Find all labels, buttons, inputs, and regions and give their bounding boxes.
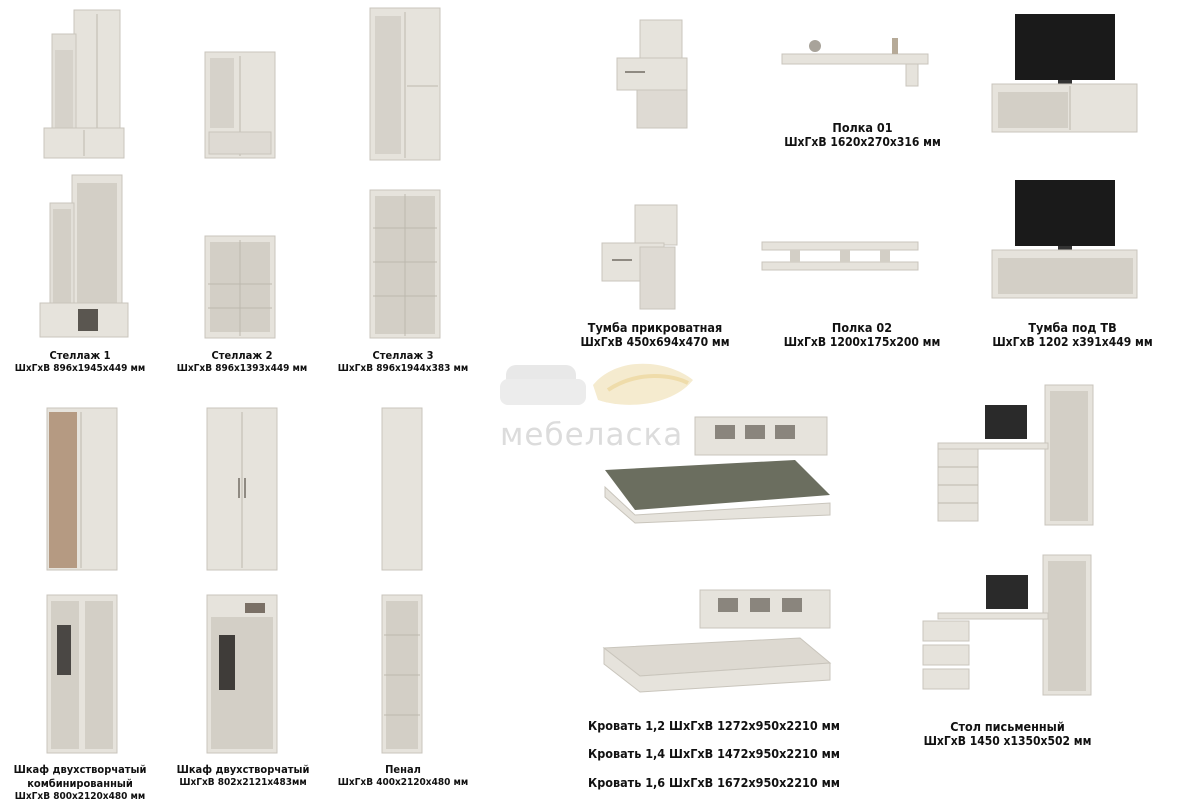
product-dims: ШхГхВ 896х1945х449 мм — [5, 363, 155, 376]
stellazh-3-open-image — [365, 190, 445, 340]
product-dims: ШхГхВ 400х2120х480 мм — [328, 777, 478, 790]
product-dims: ШхГхВ 450х694х470 мм — [565, 335, 745, 349]
stellazh-1-open-image — [38, 175, 133, 340]
product-name: Тумба прикроватная — [565, 320, 745, 335]
tumba-prikrovatnaya-caption: Тумба прикроватная ШхГхВ 450х694х470 мм — [565, 320, 745, 349]
stellazh-3-image — [365, 8, 445, 163]
krovat-1-4-label: Кровать 1,4 ШхГхВ 1472х950х2210 мм — [588, 746, 840, 761]
product-name: Тумба под ТВ — [980, 320, 1165, 335]
shkaf-kombinirovanny-caption: Шкаф двухстворчатый комбинированный ШхГх… — [5, 763, 155, 803]
product-dims: ШхГхВ 896х1393х449 мм — [167, 363, 317, 376]
shkaf-kombinirovanny-open-image — [45, 595, 120, 755]
polka-01-image — [780, 20, 930, 90]
shkaf-dvuhstvorchaty-caption: Шкаф двухстворчатый ШхГхВ 802х2121х483мм — [168, 763, 318, 789]
krovat-1-2-label: Кровать 1,2 ШхГхВ 1272х950х2210 мм — [588, 718, 840, 733]
product-dims: ШхГхВ 1450 х1350х502 мм — [915, 734, 1100, 748]
product-dims: ШхГхВ 1202 х391х449 мм — [980, 335, 1165, 349]
product-name: Шкаф двухстворчатый — [168, 763, 318, 777]
product-name-line2: комбинированный — [5, 777, 155, 791]
stellazh-2-caption: Стеллаж 2 ШхГхВ 896х1393х449 мм — [167, 349, 317, 375]
tumba-tv-caption: Тумба под ТВ ШхГхВ 1202 х391х449 мм — [980, 320, 1165, 349]
krovat-made-image — [595, 415, 835, 525]
tumba-tv-1-image — [990, 12, 1140, 147]
product-name-line1: Шкаф двухстворчатый — [5, 763, 155, 777]
polka-02-caption: Полка 02 ШхГхВ 1200х175х200 мм — [772, 320, 952, 349]
stol-pismenny-open-image — [918, 553, 1098, 698]
product-dims: ШхГхВ 1620х270х316 мм — [775, 135, 950, 149]
product-dims: ШхГхВ 1200х175х200 мм — [772, 335, 952, 349]
shkaf-dvuhstvorchaty-closed-image — [205, 408, 280, 573]
product-name: Стеллаж 2 — [167, 349, 317, 363]
stol-pismenny-closed-image — [930, 383, 1100, 528]
product-dims: ШхГхВ 800х2120х480 мм — [5, 791, 155, 803]
stellazh-2-image — [200, 52, 280, 162]
stol-pismenny-caption: Стол письменный ШхГхВ 1450 х1350х502 мм — [915, 719, 1100, 748]
product-name: Пенал — [328, 763, 478, 777]
tumba-prikrovatnaya-closed-image — [615, 20, 695, 130]
product-dims: ШхГхВ 802х2121х483мм — [168, 777, 318, 790]
product-name: Полка 02 — [772, 320, 952, 335]
product-name: Полка 01 — [775, 120, 950, 135]
product-dims: ШхГхВ 896х1944х383 мм — [328, 363, 478, 376]
stellazh-1-caption: Стеллаж 1 ШхГхВ 896х1945х449 мм — [5, 349, 155, 375]
product-name: Стеллаж 3 — [328, 349, 478, 363]
stellazh-2-open-image — [200, 236, 280, 341]
polka-01-caption: Полка 01 ШхГхВ 1620х270х316 мм — [775, 120, 950, 149]
tumba-prikrovatnaya-open-image — [600, 205, 690, 310]
stellazh-1-image — [40, 10, 130, 160]
penal-caption: Пенал ШхГхВ 400х2120х480 мм — [328, 763, 478, 789]
polka-02-image — [760, 240, 920, 280]
shkaf-kombinirovanny-closed-image — [45, 408, 120, 573]
krovat-1-6-label: Кровать 1,6 ШхГхВ 1672х950х2210 мм — [588, 775, 840, 790]
tumba-tv-2-image — [990, 178, 1140, 308]
product-name: Стеллаж 1 — [5, 349, 155, 363]
penal-closed-image — [380, 408, 425, 573]
product-name: Стол письменный — [915, 719, 1100, 734]
krovat-frame-image — [600, 588, 835, 698]
penal-open-image — [380, 595, 425, 755]
shkaf-dvuhstvorchaty-open-image — [205, 595, 280, 755]
stellazh-3-caption: Стеллаж 3 ШхГхВ 896х1944х383 мм — [328, 349, 478, 375]
